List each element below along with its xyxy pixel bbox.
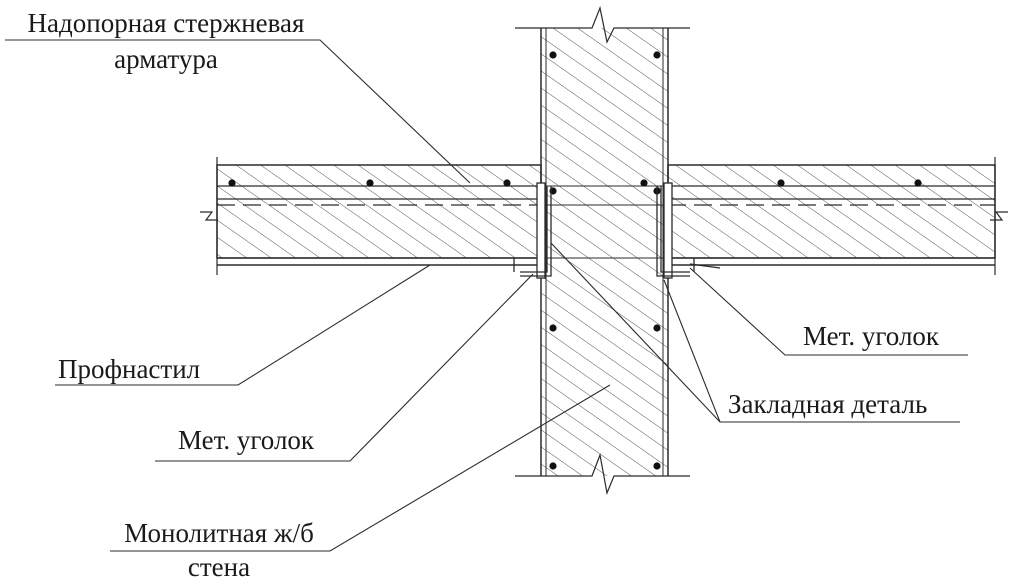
wall-label-line2: стена: [187, 552, 251, 582]
wall-label-line1: Монолитная ж/б: [124, 518, 314, 548]
concrete-wall: [515, 5, 690, 496]
embedded-part-label: Закладная деталь: [728, 389, 928, 419]
rebar-label-line1: Надопорная стержневая: [27, 8, 305, 38]
left-slab: [200, 157, 542, 275]
rebar-label-line2: арматура: [114, 44, 218, 74]
right-slab: [667, 157, 1008, 275]
right-angle-label: Мет. уголок: [803, 321, 940, 351]
left-angle-label: Мет. уголок: [178, 425, 315, 455]
profnastil-label: Профнастил: [58, 354, 201, 384]
leader-lines: [5, 39, 968, 552]
embedded-parts: [513, 182, 721, 279]
